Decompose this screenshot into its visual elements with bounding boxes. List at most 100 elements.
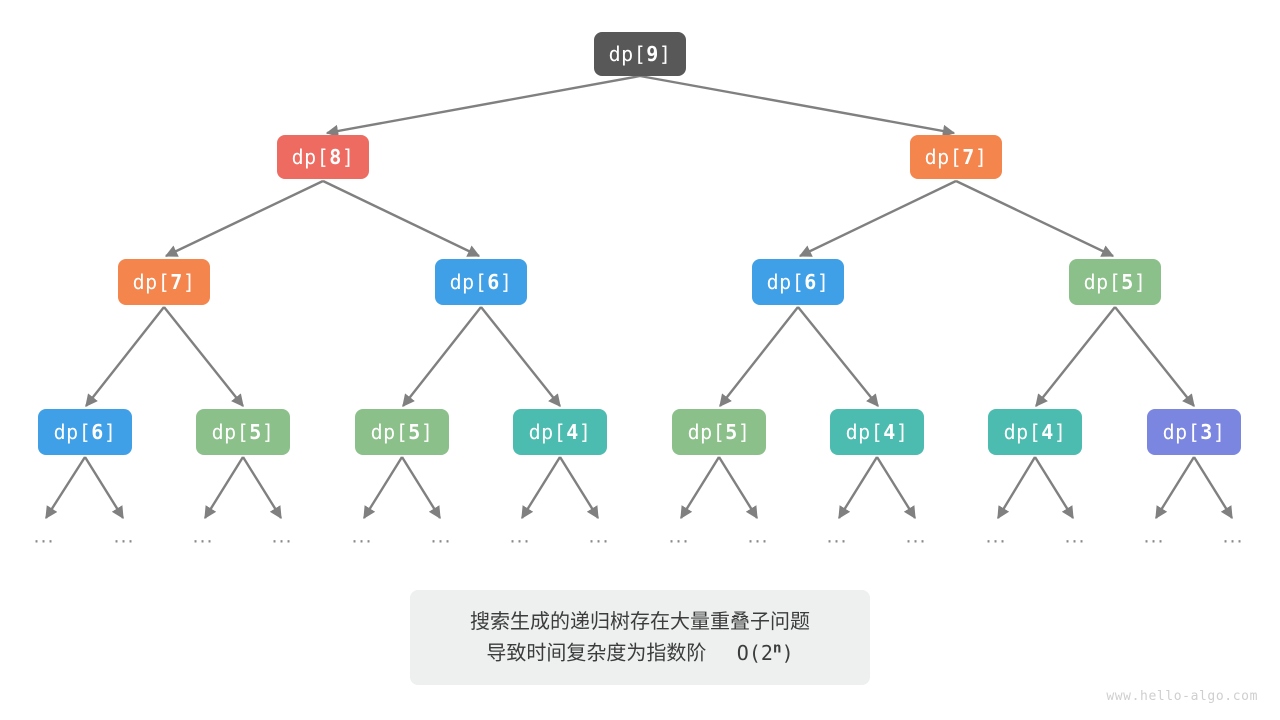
node-index-value: 5 — [1121, 270, 1134, 294]
edge — [1035, 306, 1116, 407]
ellipsis-marker: ... — [430, 525, 452, 548]
node-label-suffix: ] — [499, 270, 513, 294]
edge — [203, 456, 245, 520]
ellipsis-marker: ... — [826, 525, 848, 548]
node-index-value: 6 — [804, 270, 817, 294]
node-label-suffix: ] — [261, 420, 275, 444]
caption-line-2-prefix: 导致时间复杂度为指数阶 — [486, 640, 707, 665]
edge — [875, 456, 917, 520]
node-label-suffix: ] — [1053, 420, 1067, 444]
edge — [1154, 456, 1196, 520]
tree-node-dp-5: dp[5] — [1069, 259, 1161, 305]
edge — [480, 306, 561, 407]
ellipsis-marker: ... — [192, 525, 214, 548]
ellipsis-marker: ... — [588, 525, 610, 548]
ellipsis-marker: ... — [509, 525, 531, 548]
node-label-prefix: dp[ — [687, 420, 726, 444]
tree-node-dp-6: dp[6] — [752, 259, 844, 305]
node-index-value: 9 — [646, 42, 659, 66]
tree-node-dp-9: dp[9] — [594, 32, 686, 76]
node-index-value: 6 — [487, 270, 500, 294]
edge — [85, 306, 165, 407]
ellipsis-marker: ... — [747, 525, 769, 548]
complexity-exponent: n — [772, 640, 782, 657]
node-label-prefix: dp[ — [370, 420, 409, 444]
ellipsis-marker: ... — [1222, 525, 1244, 548]
edge — [241, 456, 283, 520]
node-label-prefix: dp[ — [1003, 420, 1042, 444]
tree-node-dp-4: dp[4] — [988, 409, 1082, 455]
tree-node-dp-4: dp[4] — [830, 409, 924, 455]
caption-line-1: 搜索生成的递归树存在大量重叠子问题 — [470, 609, 810, 634]
edge — [400, 456, 442, 520]
ellipsis-marker: ... — [33, 525, 55, 548]
node-index-value: 6 — [91, 420, 104, 444]
node-label-suffix: ] — [578, 420, 592, 444]
edge — [719, 306, 799, 407]
edge — [717, 456, 759, 520]
edge — [44, 456, 87, 520]
node-index-value: 5 — [249, 420, 262, 444]
node-label-suffix: ] — [1212, 420, 1226, 444]
ellipsis-marker: ... — [905, 525, 927, 548]
node-index-value: 4 — [566, 420, 579, 444]
tree-node-dp-7: dp[7] — [910, 135, 1002, 179]
caption-line-2: 导致时间复杂度为指数阶 O(2n) — [486, 637, 793, 669]
edge — [1033, 456, 1075, 520]
node-label-prefix: dp[ — [528, 420, 567, 444]
edge — [325, 74, 641, 138]
node-label-prefix: dp[ — [608, 42, 647, 66]
node-label-prefix: dp[ — [845, 420, 884, 444]
edge — [163, 306, 244, 407]
tree-node-dp-5: dp[5] — [196, 409, 290, 455]
node-label-suffix: ] — [1133, 270, 1147, 294]
node-index-value: 5 — [725, 420, 738, 444]
node-label-suffix: ] — [816, 270, 830, 294]
tree-node-dp-5: dp[5] — [672, 409, 766, 455]
node-label-prefix: dp[ — [1162, 420, 1201, 444]
ellipsis-marker: ... — [351, 525, 373, 548]
ellipsis-marker: ... — [113, 525, 135, 548]
tree-node-dp-5: dp[5] — [355, 409, 449, 455]
node-label-suffix: ] — [103, 420, 117, 444]
watermark: www.hello-algo.com — [1106, 689, 1258, 704]
edge — [520, 456, 562, 520]
edge — [639, 74, 956, 138]
edge — [798, 179, 957, 258]
edge — [797, 306, 879, 407]
caption-box: 搜索生成的递归树存在大量重叠子问题 导致时间复杂度为指数阶 O(2n) — [410, 590, 870, 685]
node-label-suffix: ] — [737, 420, 751, 444]
node-label-prefix: dp[ — [53, 420, 92, 444]
node-index-value: 7 — [962, 145, 975, 169]
node-index-value: 4 — [883, 420, 896, 444]
complexity-base: O(2 — [736, 640, 773, 665]
edge — [837, 456, 879, 520]
node-label-prefix: dp[ — [924, 145, 963, 169]
node-label-suffix: ] — [974, 145, 988, 169]
node-label-suffix: ] — [182, 270, 196, 294]
tree-node-dp-3: dp[3] — [1147, 409, 1241, 455]
node-index-value: 3 — [1200, 420, 1213, 444]
complexity-notation: O(2n) — [713, 640, 794, 665]
ellipsis-marker: ... — [1143, 525, 1165, 548]
node-label-suffix: ] — [658, 42, 672, 66]
edge — [996, 456, 1037, 520]
ellipsis-marker: ... — [985, 525, 1007, 548]
tree-node-dp-7: dp[7] — [118, 259, 210, 305]
tree-node-dp-8: dp[8] — [277, 135, 369, 179]
ellipsis-marker: ... — [668, 525, 690, 548]
edge — [164, 179, 324, 258]
node-label-suffix: ] — [895, 420, 909, 444]
node-index-value: 8 — [329, 145, 342, 169]
edge — [679, 456, 721, 520]
node-label-prefix: dp[ — [211, 420, 250, 444]
edge — [322, 179, 481, 258]
tree-node-dp-4: dp[4] — [513, 409, 607, 455]
edge — [1192, 456, 1234, 520]
ellipsis-marker: ... — [271, 525, 293, 548]
edge — [955, 179, 1115, 258]
edge — [83, 456, 125, 520]
node-index-value: 7 — [170, 270, 183, 294]
edge — [558, 456, 600, 520]
